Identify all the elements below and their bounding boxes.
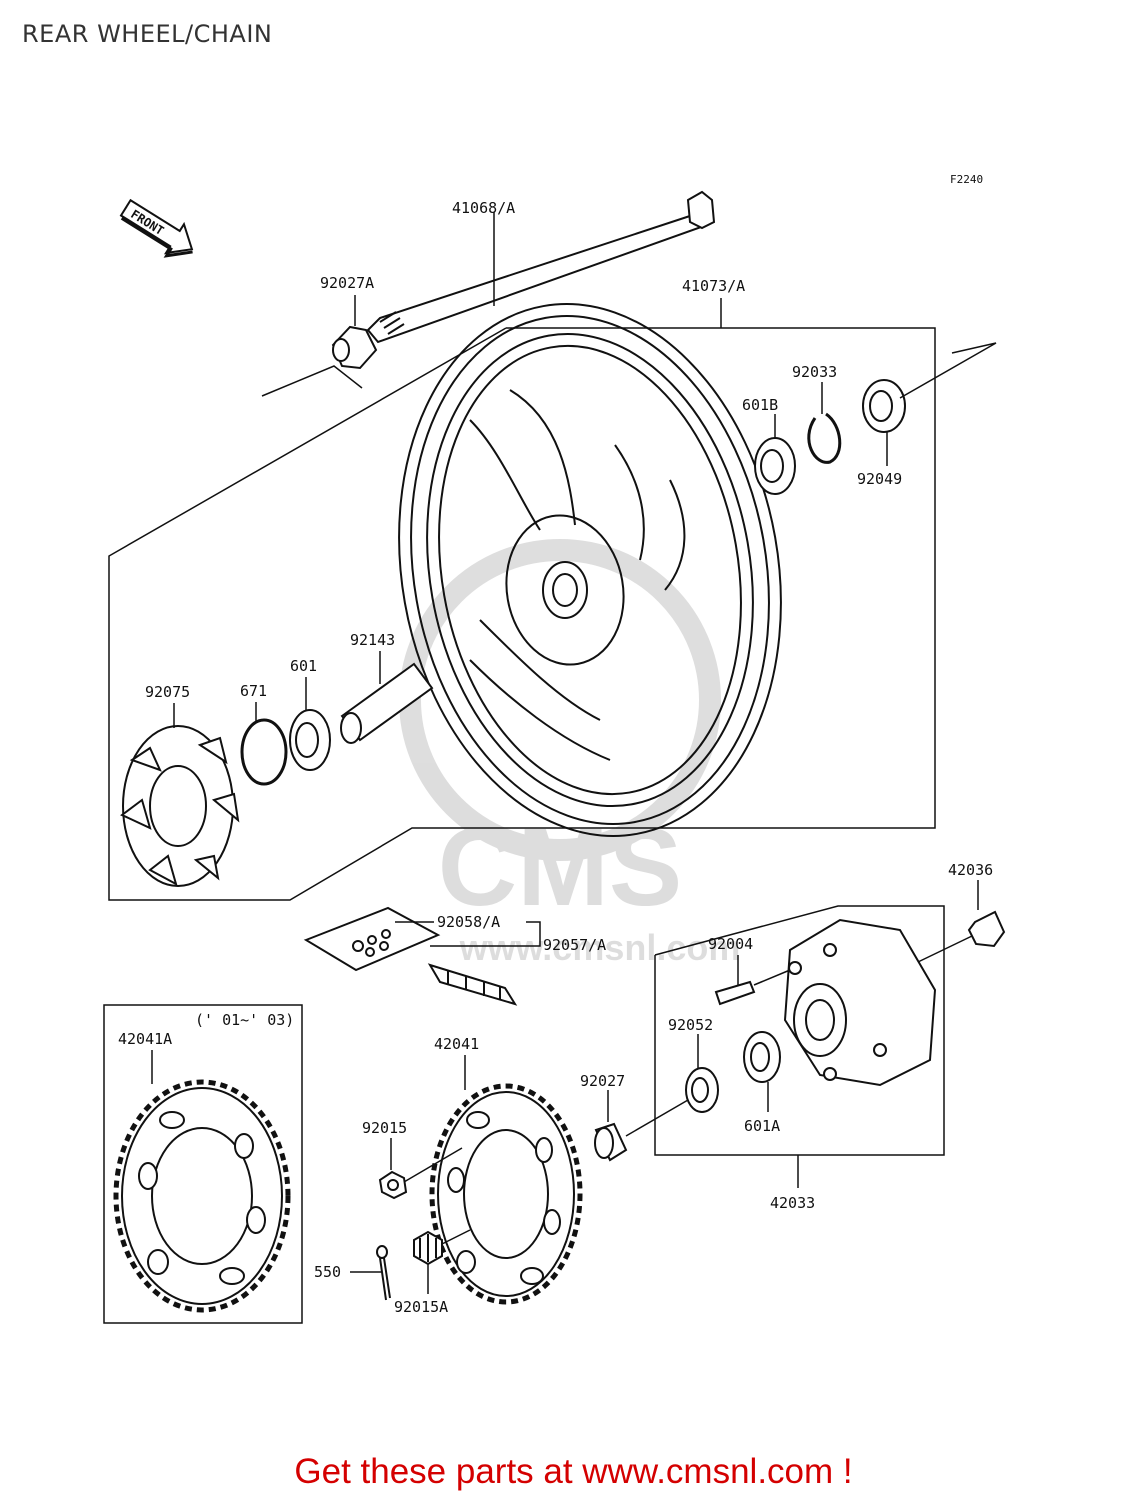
- axle: [366, 190, 716, 344]
- label-42041a: 42041A: [118, 1030, 172, 1048]
- nut-cap-42036: [967, 910, 1006, 948]
- wheel-assy-outline: [108, 327, 936, 901]
- label-601b: 601B: [742, 396, 778, 414]
- nut-92015a: [413, 1230, 443, 1266]
- label-92049: 92049: [857, 470, 902, 488]
- label-92015: 92015: [362, 1119, 407, 1137]
- sprocket-alt-box: [103, 1004, 303, 1324]
- label-42036: 42036: [948, 861, 993, 879]
- spacer-tube: [340, 662, 434, 744]
- label-92052: 92052: [668, 1016, 713, 1034]
- label-92027a: 92027A: [320, 274, 374, 292]
- drive-chain: [303, 906, 518, 1006]
- axle-collar: [331, 325, 378, 370]
- sprocket-alt: [113, 1079, 291, 1313]
- label-41068a: 41068/A: [452, 199, 515, 217]
- front-arrow-icon: FRONT: [119, 198, 194, 258]
- label-92143: 92143: [350, 631, 395, 649]
- label-601: 601: [290, 657, 317, 675]
- bearing-601: [289, 709, 331, 771]
- oil-seal-92052: [685, 1067, 719, 1113]
- label-550: 550: [314, 1263, 341, 1281]
- coupling-assy-outline: [654, 905, 945, 1156]
- page-title: REAR WHEEL/CHAIN: [22, 20, 273, 48]
- bearing-601a: [743, 1031, 781, 1083]
- sprocket: [429, 1083, 583, 1305]
- label-42041: 42041: [434, 1035, 479, 1053]
- wheel-damper: [120, 725, 240, 887]
- label-92027: 92027: [580, 1072, 625, 1090]
- label-671: 671: [240, 682, 267, 700]
- watermark-url-text: www.cmsnl.com: [459, 927, 741, 968]
- label-92004: 92004: [708, 935, 753, 953]
- oil-seal-92049: [862, 379, 906, 433]
- cta-link[interactable]: Get these parts at www.cmsnl.com !: [294, 1452, 853, 1491]
- bearing-601b: [754, 437, 796, 495]
- cotter-pin-550: [376, 1245, 391, 1301]
- label-92033: 92033: [792, 363, 837, 381]
- nut-92015: [378, 1170, 408, 1200]
- date-range-note: (' 01~' 03): [195, 1011, 294, 1029]
- rear-wheel: [398, 303, 782, 837]
- label-92058a: 92058/A: [437, 913, 500, 931]
- circlip-92033: [807, 412, 842, 464]
- o-ring-671: [240, 718, 288, 786]
- label-92015a: 92015A: [394, 1298, 448, 1316]
- figure-code: F2240: [950, 173, 983, 186]
- label-601a: 601A: [744, 1117, 780, 1135]
- coupling-hub: [783, 918, 937, 1087]
- collar-92027: [594, 1122, 628, 1162]
- cms-watermark: CMS www.cmsnl.com: [399, 539, 741, 968]
- label-92057a: 92057/A: [543, 936, 606, 954]
- label-41073a: 41073/A: [682, 277, 745, 295]
- stud-92004: [714, 980, 756, 1006]
- parts-diagram: CMS www.cmsnl.com F2240 FRONT 41068/A 92…: [103, 173, 1006, 1324]
- label-42033: 42033: [770, 1194, 815, 1212]
- label-92075: 92075: [145, 683, 190, 701]
